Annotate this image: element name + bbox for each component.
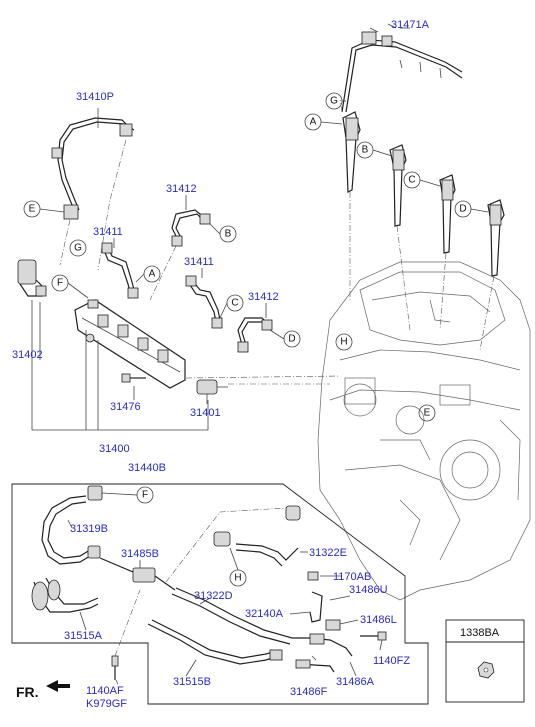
callout-E-engine: E: [418, 404, 436, 422]
svg-text:B: B: [362, 145, 369, 156]
svg-text:C: C: [408, 175, 415, 186]
callout-H-engine: H: [335, 333, 353, 351]
pressure-sensor-31402: [17, 259, 47, 297]
label-31402: 31402: [12, 349, 43, 361]
injector-C: [439, 174, 456, 254]
callout-H-lower: H: [229, 569, 247, 587]
label-1140AF: 1140AF: [86, 685, 124, 697]
callout-G-left: G: [69, 239, 87, 257]
svg-text:H: H: [234, 573, 241, 584]
callout-C-mid: C: [226, 294, 244, 312]
fitting-31486A: [292, 633, 353, 657]
label-31486L: 31486L: [360, 614, 397, 626]
hose-31515A: [31, 577, 99, 613]
injector-D: [487, 199, 505, 277]
callout-A-mid: A: [143, 265, 161, 283]
label-1338BA: 1338BA: [460, 627, 500, 639]
pipe-31412-lower: [237, 317, 273, 353]
svg-text:D: D: [288, 334, 295, 345]
return-hose-31410P: [51, 117, 135, 220]
pipe-31412-upper: [171, 209, 211, 247]
svg-text:E: E: [29, 204, 36, 215]
label-31411-upper: 31411: [93, 226, 123, 238]
label-31515B: 31515B: [173, 676, 211, 688]
callout-D-top: D: [454, 200, 472, 218]
hose-31319B: [41, 485, 103, 565]
callout-E-left: E: [23, 200, 41, 218]
svg-text:G: G: [330, 96, 338, 107]
pipe-31411-upper: [101, 242, 139, 299]
label-1140FZ: 1140FZ: [373, 655, 410, 667]
bolt-1140AF: [111, 655, 119, 680]
front-direction-label: FR.: [16, 684, 39, 700]
svg-text:A: A: [310, 117, 317, 128]
valve-31401: [196, 379, 228, 395]
label-31485B: 31485B: [121, 548, 159, 560]
label-31401: 31401: [190, 407, 221, 419]
callout-A-top: A: [304, 113, 322, 131]
label-31400: 31400: [99, 443, 130, 455]
label-31322D: 31322D: [194, 590, 233, 602]
svg-text:D: D: [459, 204, 466, 215]
svg-text:F: F: [57, 278, 63, 289]
label-K979GF: K979GF: [86, 698, 127, 710]
label-31486U: 31486U: [349, 584, 388, 596]
label-31411-lower: 31411: [184, 256, 214, 268]
svg-text:H: H: [340, 337, 347, 348]
injector-A: [342, 111, 361, 193]
label-31515A: 31515A: [64, 630, 103, 642]
label-31412-upper: 31412: [166, 183, 197, 195]
callout-G-top: G: [325, 92, 343, 110]
part-box-1338BA: [445, 619, 525, 703]
label-31440B: 31440B: [128, 462, 166, 474]
return-line-31471A: [341, 23, 463, 113]
front-arrow-icon: [46, 680, 70, 692]
hose-31322E: [213, 505, 301, 567]
pipe-31411-lower: [185, 275, 223, 329]
callout-D-mid: D: [283, 330, 301, 348]
label-31412-lower: 31412: [248, 291, 279, 303]
svg-text:C: C: [231, 298, 238, 309]
callout-B-top: B: [356, 141, 374, 159]
label-31476: 31476: [110, 401, 141, 413]
engine-block: [317, 261, 531, 601]
injector-B: [389, 144, 407, 227]
bolt-1140FZ: [360, 631, 387, 641]
bolt-31476: [121, 373, 146, 383]
svg-text:E: E: [424, 408, 431, 419]
svg-text:B: B: [225, 229, 232, 240]
label-32140A: 32140A: [245, 608, 284, 620]
fitting-1170AB: [307, 571, 319, 581]
label-31471A: 31471A: [391, 19, 430, 31]
label-1170AB: 1170AB: [333, 571, 371, 583]
svg-text:F: F: [142, 490, 148, 501]
hose-31515B: [147, 619, 283, 665]
callout-F-left: F: [51, 274, 69, 292]
label-31410P: 31410P: [76, 91, 114, 103]
label-31319B: 31319B: [70, 523, 108, 535]
fuel-rail-31400: [74, 299, 186, 389]
fitting-31486F: [295, 659, 335, 673]
svg-text:G: G: [74, 243, 82, 254]
label-31486F: 31486F: [290, 686, 328, 698]
label-31322E: 31322E: [309, 547, 347, 559]
label-31486A: 31486A: [336, 676, 375, 688]
svg-text:A: A: [149, 269, 156, 280]
callout-F-lower: F: [136, 486, 154, 504]
bracket-32140A: [309, 591, 341, 631]
connector-31485B: [99, 557, 176, 591]
hose-31322D: [171, 587, 293, 645]
callout-C-top: C: [403, 171, 421, 189]
hose-kit-31440B-box: [11, 483, 429, 705]
callout-B-mid: B: [219, 225, 237, 243]
